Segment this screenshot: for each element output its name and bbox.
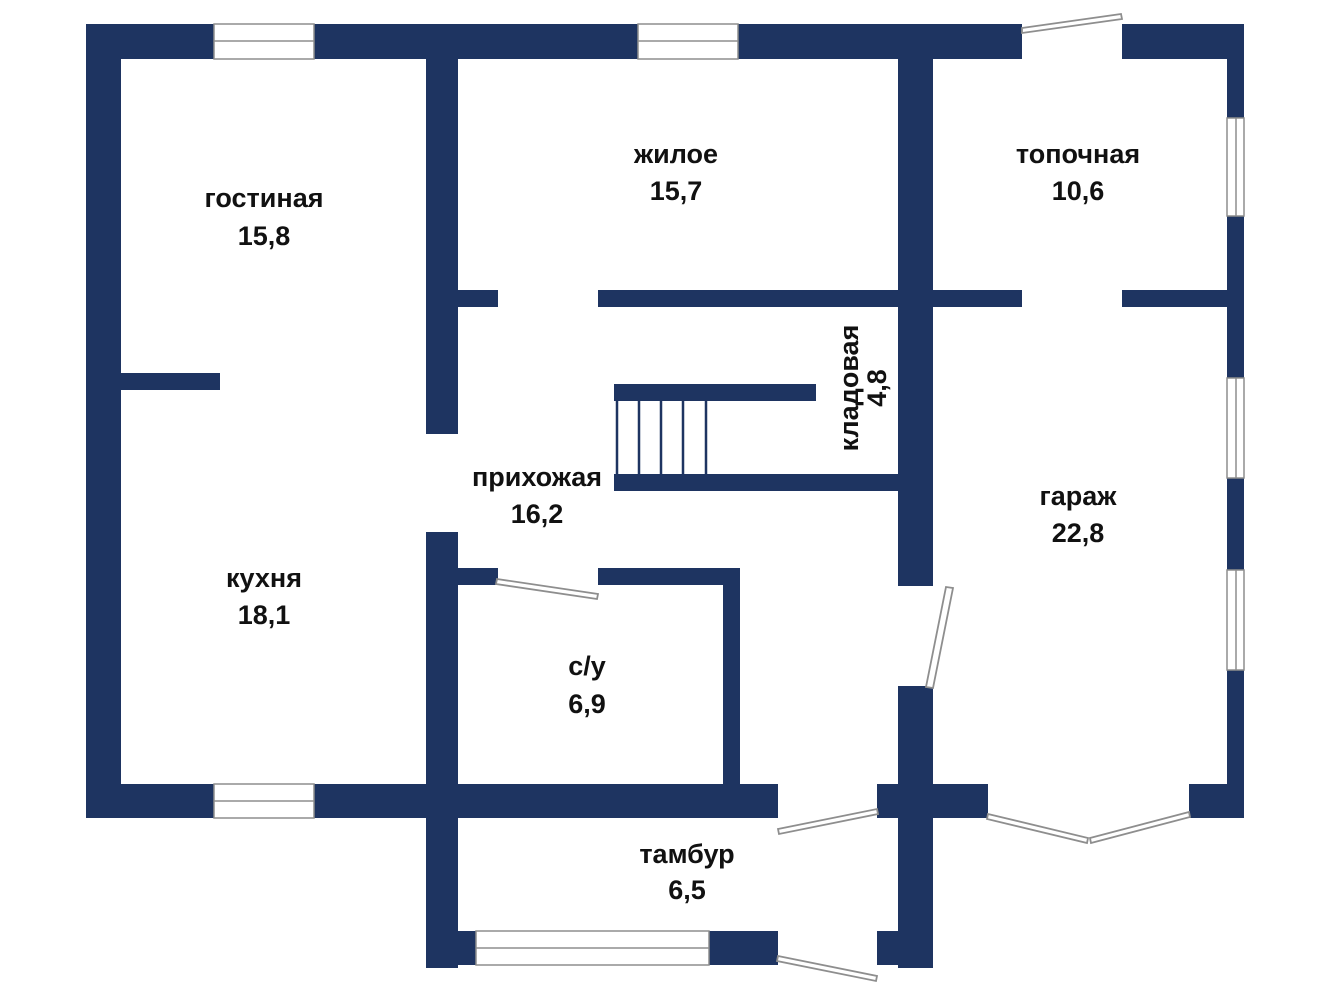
room-label-su: с/у 6,9 <box>568 651 606 719</box>
door-garage-gate-right <box>1088 810 1192 845</box>
wall-interior-mid-lower <box>898 686 933 968</box>
room-area: 10,6 <box>1052 176 1105 206</box>
window-bottom-kuhnya <box>213 783 315 819</box>
room-name: с/у <box>568 651 606 681</box>
room-area: 6,9 <box>568 689 606 719</box>
staircase <box>615 401 708 474</box>
room-label-kuhnya: кухня 18,1 <box>226 563 302 630</box>
room-area: 15,8 <box>238 221 291 251</box>
window-top-zhiloe <box>637 23 739 60</box>
door-garazh-interior <box>924 585 955 690</box>
wall-topochnaya-bottom-right <box>1122 290 1227 307</box>
room-name: тамбур <box>639 839 734 869</box>
room-name: прихожая <box>472 462 602 492</box>
wall-tambur-bottom-left <box>426 931 476 965</box>
wall-interior-left-upper <box>426 59 458 434</box>
room-area: 6,5 <box>668 875 706 905</box>
room-label-gostinaya: гостиная 15,8 <box>205 183 324 251</box>
room-name: гараж <box>1040 481 1118 511</box>
wall-tambur-bottom-far <box>877 931 933 965</box>
room-label-topochnaya: топочная 10,6 <box>1016 139 1140 206</box>
wall-tambur-bottom-right <box>709 931 778 965</box>
wall-interior-left-lower <box>426 532 458 968</box>
room-label-kladovaya: кладовая 4,8 <box>834 325 892 452</box>
wall-bath-top-right <box>598 568 740 585</box>
room-label-tambur: тамбур 6,5 <box>639 839 734 905</box>
window-tambur <box>475 930 710 966</box>
wall-left-outer <box>86 24 121 818</box>
door-tambur-exterior <box>775 954 879 983</box>
door-topochnaya-exterior <box>1021 12 1124 35</box>
wall-zhiloe-bottom-right <box>598 290 898 307</box>
windows <box>213 23 1245 966</box>
room-label-garazh: гараж 22,8 <box>1040 481 1118 548</box>
wall-top-right <box>1122 24 1244 59</box>
wall-bath-top-left <box>458 568 498 585</box>
wall-interior-mid-upper <box>898 59 933 586</box>
room-name: кухня <box>226 563 302 593</box>
doors <box>494 12 1192 983</box>
window-right-topochnaya <box>1226 117 1245 217</box>
wall-bath-right <box>723 568 740 784</box>
room-name: жилое <box>633 139 718 169</box>
room-name: топочная <box>1016 139 1140 169</box>
room-name: кладовая <box>834 325 864 452</box>
room-area: 15,7 <box>650 176 703 206</box>
wall-storage-top <box>614 384 816 401</box>
window-right-garazh-1 <box>1226 377 1245 479</box>
door-garage-gate-left <box>985 812 1090 845</box>
room-area: 4,8 <box>862 369 892 407</box>
room-name: гостиная <box>205 183 324 213</box>
room-area: 18,1 <box>238 600 291 630</box>
wall-bottom-right <box>1189 784 1244 818</box>
wall-zhiloe-bottom-left <box>458 290 498 307</box>
wall-kitchen-stub <box>121 373 220 390</box>
room-area: 16,2 <box>511 499 564 529</box>
window-right-garazh-2 <box>1226 569 1245 671</box>
door-su <box>494 577 600 601</box>
room-area: 22,8 <box>1052 518 1105 548</box>
window-top-gostinaya <box>213 23 315 60</box>
door-tambur-garazh <box>776 807 880 836</box>
room-label-prihozhaya: прихожая 16,2 <box>472 462 602 529</box>
wall-topochnaya-bottom-left <box>933 290 1022 307</box>
wall-storage-bottom <box>614 474 898 491</box>
room-label-zhiloe: жилое 15,7 <box>633 139 718 206</box>
